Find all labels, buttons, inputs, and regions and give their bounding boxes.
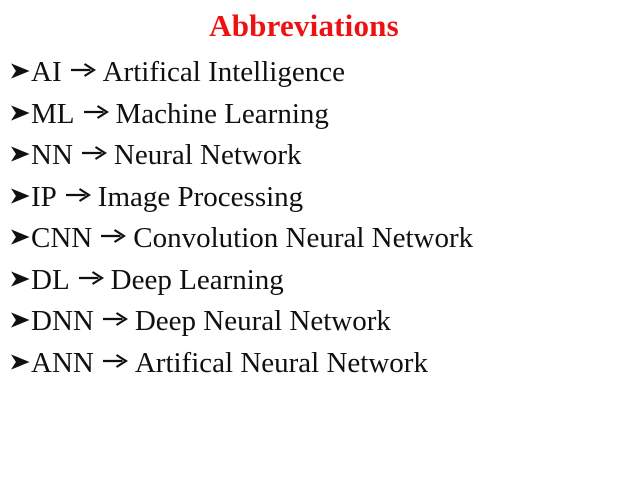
abbreviation-expansion: Artifical Intelligence [102,56,345,88]
abbreviation-term: ML [31,97,75,130]
right-arrow-icon [83,102,109,122]
abbreviation-term: NN [31,139,73,171]
abbreviation-expansion: Neural Network [113,139,302,171]
arrowhead-bullet-icon [11,353,30,370]
abbreviation-list: AI Artifical Intelligence ML [11,52,626,384]
list-item: IP Image Processing [11,177,626,219]
list-item: DNN Deep Neural Network [11,301,626,343]
list-item: ML Machine Learning [11,94,626,136]
abbreviation-expansion: Artifical Neural Network [134,346,428,379]
abbreviation-expansion: Machine Learning [115,97,329,130]
abbreviation-expansion: Deep Neural Network [134,305,391,337]
right-arrow-icon [65,185,91,205]
list-item: ANN Artifical Neural Network [11,343,626,385]
right-arrow-icon [70,60,96,80]
right-arrow-icon [102,309,128,329]
arrowhead-bullet-icon [11,312,30,328]
arrowhead-bullet-icon [11,270,30,287]
abbreviation-term: CNN [31,222,93,254]
right-arrow-icon [81,143,107,163]
arrowhead-bullet-icon [11,104,30,121]
right-arrow-icon [102,351,128,371]
abbreviation-expansion: Convolution Neural Network [133,222,474,254]
abbreviation-expansion: Deep Learning [110,263,284,296]
abbreviation-expansion: Image Processing [97,180,304,213]
arrowhead-bullet-icon [11,229,30,245]
abbreviation-term: AI [31,56,62,88]
arrowhead-bullet-icon [11,187,30,204]
list-item: NN Neural Network [11,135,626,177]
right-arrow-icon [100,226,127,246]
abbreviation-term: DL [31,263,70,296]
abbreviation-term: IP [31,180,57,213]
list-item: AI Artifical Intelligence [11,52,626,94]
list-item: CNN Convolution Neural Network [11,218,626,260]
right-arrow-icon [78,268,104,288]
page-title: Abbreviations [209,8,399,43]
arrowhead-bullet-icon [11,63,30,79]
arrowhead-bullet-icon [11,146,30,162]
list-item: DL Deep Learning [11,260,626,302]
abbreviation-term: DNN [31,305,94,337]
abbreviation-term: ANN [31,346,94,379]
